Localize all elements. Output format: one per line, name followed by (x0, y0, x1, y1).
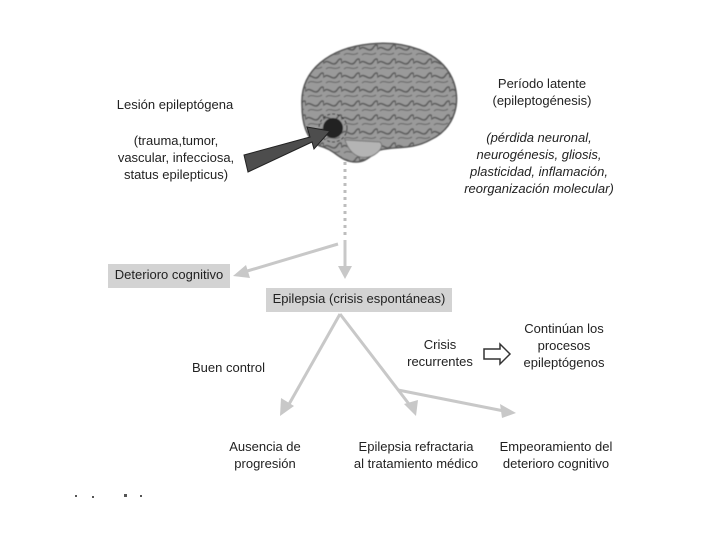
lesion-causes: (trauma,tumor, vascular, infecciosa, sta… (117, 133, 235, 182)
lesion-title: Lesión epileptógena (116, 97, 234, 112)
lesion-arrow-icon (243, 126, 331, 173)
scan-speckles (75, 494, 142, 498)
continuan-procesos-label: Continúan los procesos epileptógenos (523, 321, 605, 370)
empeoramiento-deterioro-label: Empeoramiento del deterioro cognitivo (499, 439, 613, 471)
latent-period-title: Período latente (epileptogénesis) (492, 76, 592, 108)
crisis-recurrentes-label: Crisis recurrentes (407, 337, 473, 369)
hollow-right-arrow-icon (483, 342, 512, 366)
brain-illustration (301, 42, 458, 163)
deterioro-cognitivo-box: Deterioro cognitivo (108, 264, 230, 288)
latent-period-processes: (pérdida neuronal, neurogénesis, gliosis… (464, 130, 614, 196)
ausencia-progresion-label: Ausencia de progresión (229, 439, 301, 471)
epilepsia-refractaria-label: Epilepsia refractaria al tratamiento méd… (353, 439, 479, 471)
epilepsia-box: Epilepsia (crisis espontáneas) (266, 288, 452, 312)
buen-control-label: Buen control (192, 360, 265, 375)
